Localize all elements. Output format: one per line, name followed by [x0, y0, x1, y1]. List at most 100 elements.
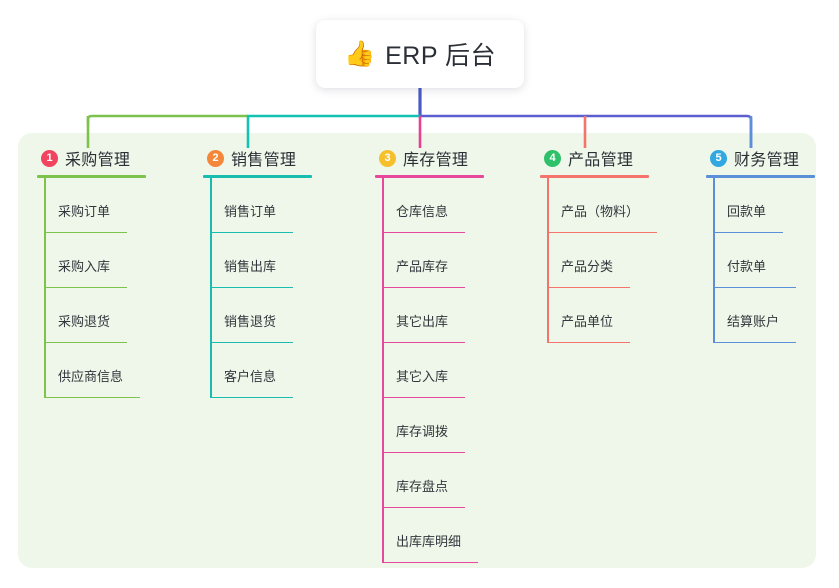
item-rule: [44, 286, 127, 288]
item-rule: [547, 231, 657, 233]
column-items: 产品（物料） 产品分类 产品单位: [540, 178, 700, 343]
item-label: 回款单: [727, 204, 767, 219]
item-label: 仓库信息: [396, 204, 449, 219]
column-sales: 2 销售管理 销售订单 销售出库 销售退货 客户信息: [203, 145, 348, 398]
thumbs-up-icon: 👍: [343, 39, 376, 68]
column-title: 采购管理: [65, 152, 131, 169]
item-rule: [382, 231, 465, 233]
column-inventory: 3 库存管理 仓库信息 产品库存 其它出库 其它入库 库存调拨 库存盘点 出库库…: [375, 145, 525, 563]
list-item[interactable]: 采购订单: [37, 178, 182, 233]
column-header[interactable]: 1 采购管理: [37, 145, 182, 171]
item-rule: [44, 231, 127, 233]
item-label: 客户信息: [224, 369, 277, 384]
column-items: 销售订单 销售出库 销售退货 客户信息: [203, 178, 348, 398]
item-label: 销售出库: [224, 259, 277, 274]
item-rule: [382, 396, 465, 398]
item-label: 产品库存: [396, 259, 449, 274]
list-item[interactable]: 客户信息: [203, 343, 348, 398]
item-rule: [713, 286, 796, 288]
column-header[interactable]: 3 库存管理: [375, 145, 525, 171]
column-trunk-line: [44, 178, 46, 398]
list-item[interactable]: 供应商信息: [37, 343, 182, 398]
column-badge: 3: [379, 149, 396, 167]
list-item[interactable]: 其它入库: [375, 343, 525, 398]
item-rule: [382, 341, 465, 343]
item-rule: [382, 506, 465, 508]
list-item[interactable]: 付款单: [706, 233, 836, 288]
item-rule: [382, 451, 465, 453]
root-node-card[interactable]: 👍 ERP 后台: [316, 20, 524, 88]
column-header-rule: [203, 175, 312, 178]
item-rule: [382, 561, 478, 563]
item-rule: [713, 341, 796, 343]
column-title: 产品管理: [568, 152, 634, 169]
list-item[interactable]: 产品分类: [540, 233, 700, 288]
diagram-panel: [18, 133, 816, 568]
item-label: 采购订单: [58, 204, 111, 219]
item-label: 采购入库: [58, 259, 111, 274]
item-rule: [44, 396, 140, 398]
column-items: 仓库信息 产品库存 其它出库 其它入库 库存调拨 库存盘点 出库库明细: [375, 178, 525, 563]
item-rule: [44, 341, 127, 343]
item-label: 其它出库: [396, 314, 449, 329]
list-item[interactable]: 采购退货: [37, 288, 182, 343]
column-badge: 2: [207, 149, 224, 167]
item-rule: [210, 286, 293, 288]
item-rule: [210, 231, 293, 233]
list-item[interactable]: 销售出库: [203, 233, 348, 288]
column-badge: 1: [41, 149, 58, 167]
column-header[interactable]: 5 财务管理: [706, 145, 836, 171]
item-label: 销售退货: [224, 314, 277, 329]
item-label: 供应商信息: [58, 369, 124, 384]
item-label: 产品分类: [561, 259, 614, 274]
list-item[interactable]: 产品库存: [375, 233, 525, 288]
column-trunk-line: [547, 178, 549, 343]
item-label: 库存调拨: [396, 424, 449, 439]
page-title: ERP 后台: [385, 42, 497, 70]
column-header-rule: [37, 175, 146, 178]
item-label: 付款单: [727, 259, 767, 274]
list-item[interactable]: 产品（物料）: [540, 178, 700, 233]
column-trunk-line: [382, 178, 384, 563]
list-item[interactable]: 其它出库: [375, 288, 525, 343]
column-title: 销售管理: [231, 152, 297, 169]
item-label: 结算账户: [727, 314, 780, 329]
list-item[interactable]: 回款单: [706, 178, 836, 233]
list-item[interactable]: 销售退货: [203, 288, 348, 343]
item-rule: [713, 231, 783, 233]
column-items: 采购订单 采购入库 采购退货 供应商信息: [37, 178, 182, 398]
list-item[interactable]: 产品单位: [540, 288, 700, 343]
column-header[interactable]: 2 销售管理: [203, 145, 348, 171]
column-badge: 5: [710, 149, 727, 167]
list-item[interactable]: 销售订单: [203, 178, 348, 233]
item-label: 出库库明细: [396, 534, 462, 549]
list-item[interactable]: 库存调拨: [375, 398, 525, 453]
root-node-inner: 👍 ERP 后台: [344, 36, 496, 72]
list-item[interactable]: 仓库信息: [375, 178, 525, 233]
list-item[interactable]: 采购入库: [37, 233, 182, 288]
item-rule: [210, 396, 293, 398]
column-header[interactable]: 4 产品管理: [540, 145, 700, 171]
item-label: 库存盘点: [396, 479, 449, 494]
column-badge: 4: [544, 149, 561, 167]
item-label: 产品单位: [561, 314, 614, 329]
column-header-rule: [540, 175, 649, 178]
item-rule: [547, 286, 630, 288]
item-rule: [382, 286, 465, 288]
column-header-rule: [706, 175, 815, 178]
column-finance: 5 财务管理 回款单 付款单 结算账户: [706, 145, 836, 343]
list-item[interactable]: 库存盘点: [375, 453, 525, 508]
column-title: 财务管理: [734, 152, 800, 169]
item-label: 其它入库: [396, 369, 449, 384]
item-rule: [547, 341, 630, 343]
column-trunk-line: [210, 178, 212, 398]
list-item[interactable]: 出库库明细: [375, 508, 525, 563]
column-header-rule: [375, 175, 484, 178]
list-item[interactable]: 结算账户: [706, 288, 836, 343]
item-label: 采购退货: [58, 314, 111, 329]
column-product: 4 产品管理 产品（物料） 产品分类 产品单位: [540, 145, 700, 343]
column-title: 库存管理: [403, 152, 469, 169]
column-trunk-line: [713, 178, 715, 343]
item-label: 销售订单: [224, 204, 277, 219]
